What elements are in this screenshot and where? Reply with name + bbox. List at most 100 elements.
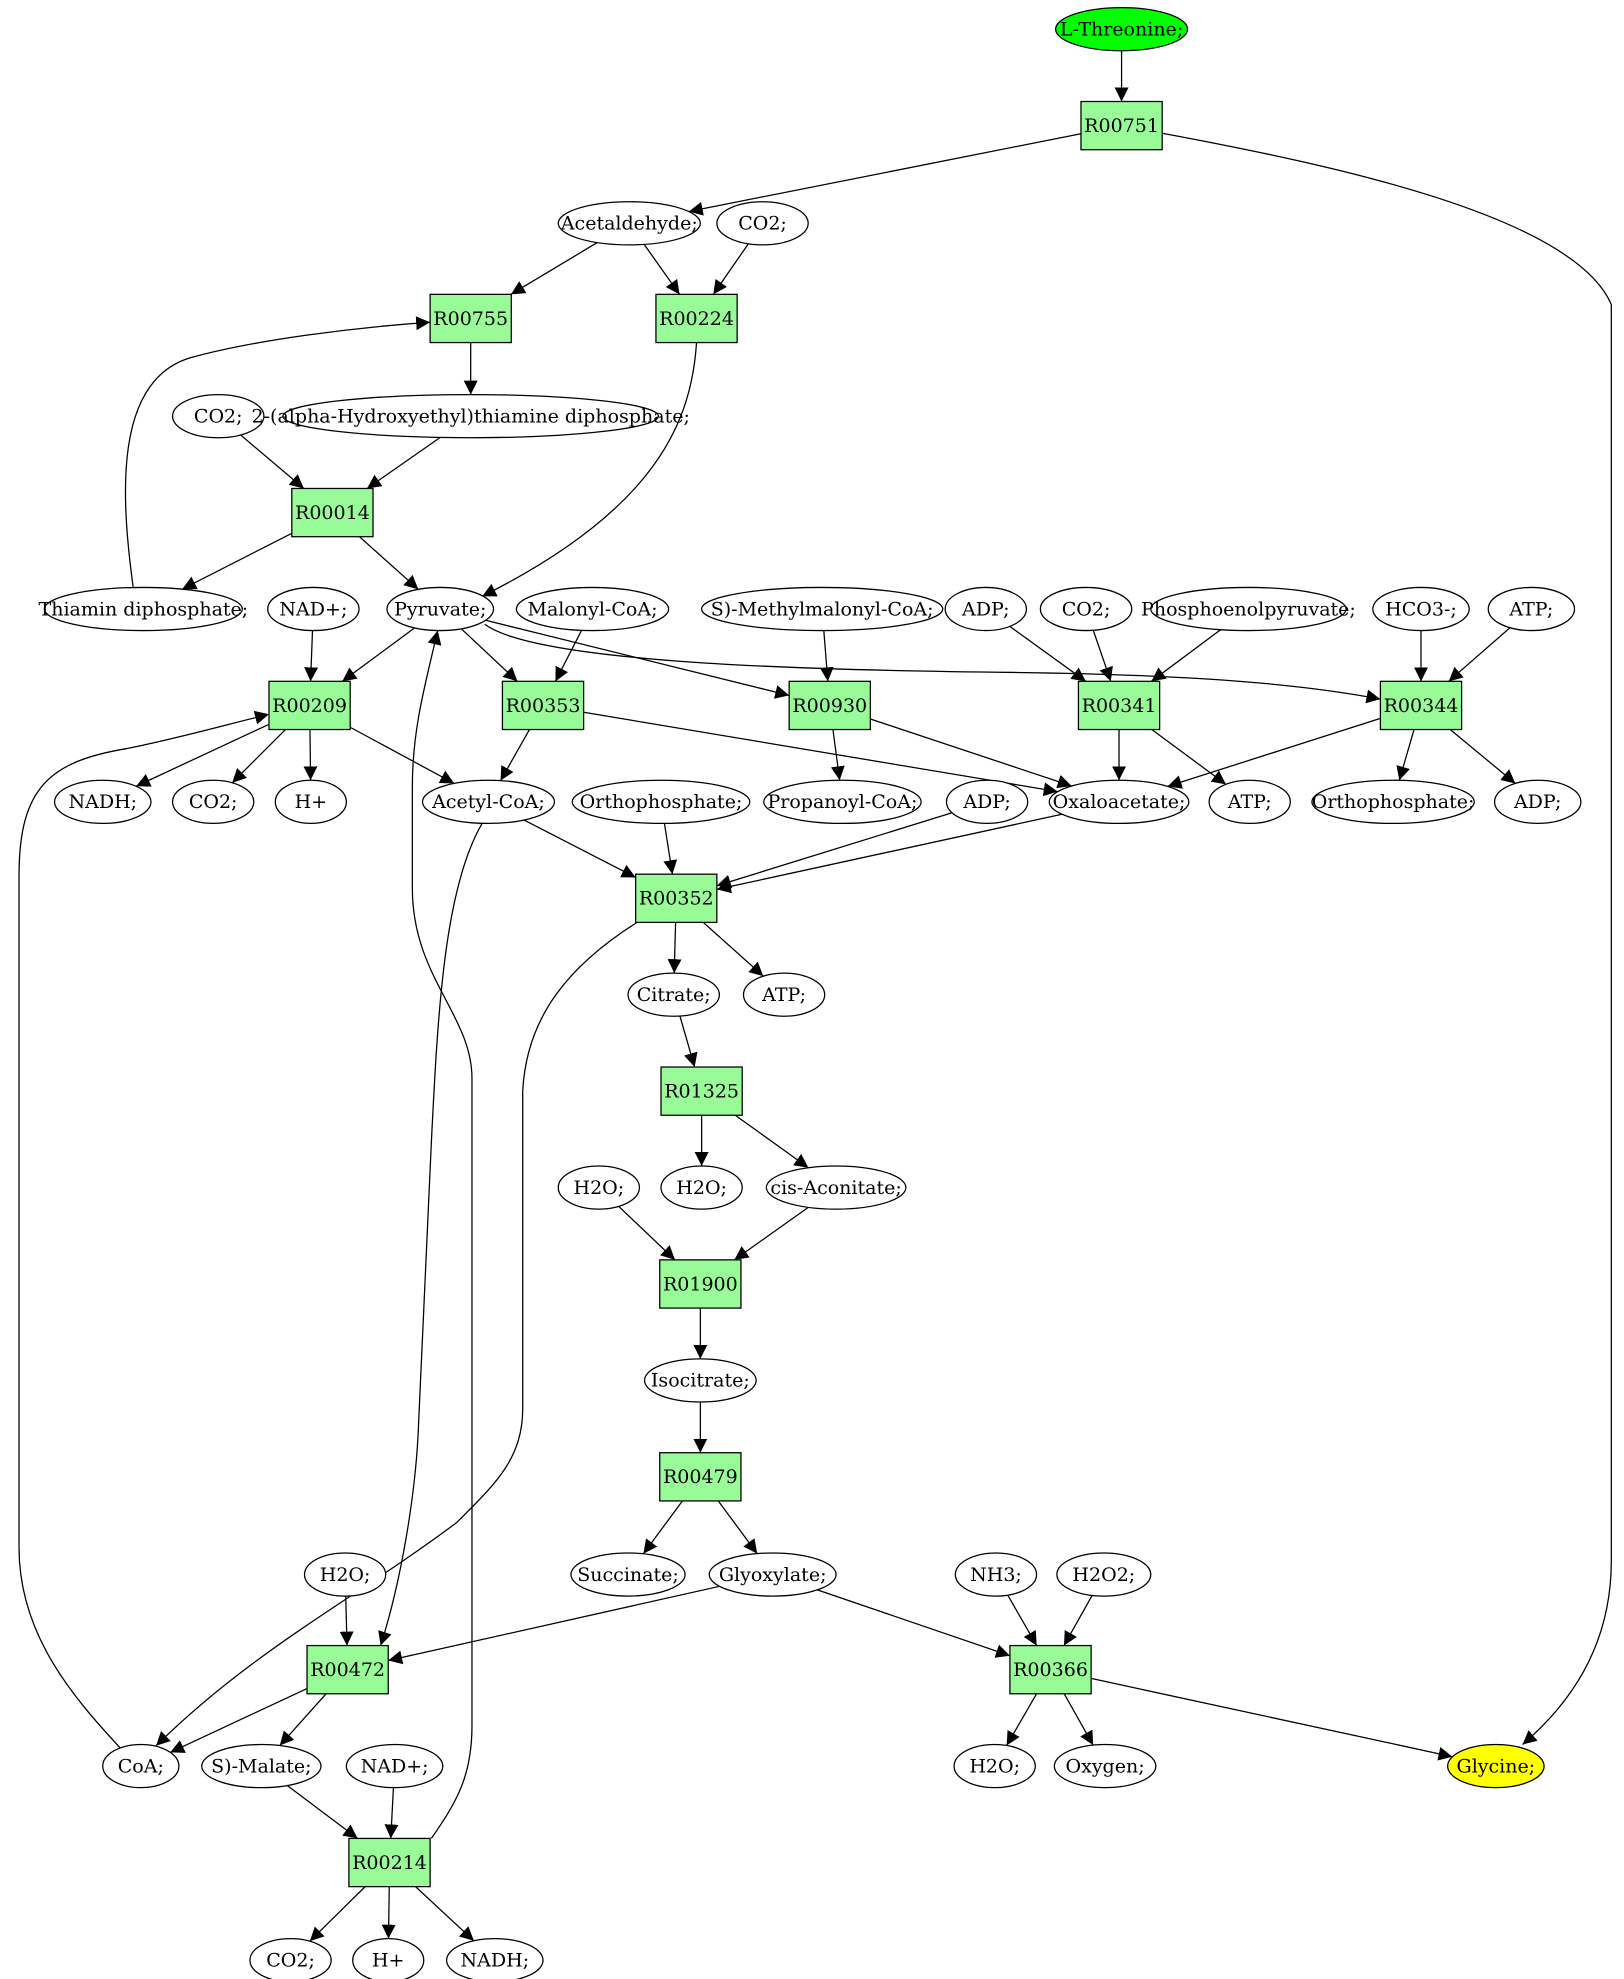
edge-n_hetdp-to-r00014 xyxy=(366,436,441,489)
compound-ellipse xyxy=(445,1938,544,1979)
compound-ellipse xyxy=(282,393,660,439)
node-label: Orthophosphate; xyxy=(1312,791,1475,813)
edge-r00352-to-n_atp_c xyxy=(702,921,764,977)
compound-ellipse xyxy=(43,586,243,632)
edge-n_co2_a-to-r00224 xyxy=(712,243,749,295)
edge-r00209-to-n_acoa xyxy=(349,726,455,785)
node-label: NAD+; xyxy=(361,1755,429,1777)
node-label: Pyruvate; xyxy=(394,598,486,620)
compound-node-n_h_a: H+ xyxy=(274,779,348,825)
node-label: Citrate; xyxy=(637,984,711,1006)
reaction-box xyxy=(788,680,871,731)
edge-n_smal-to-r00214 xyxy=(286,1785,358,1839)
compound-ellipse xyxy=(267,586,360,632)
reaction-node-r00344: R00344 xyxy=(1379,680,1463,731)
edge-r00344-to-n_pi_b xyxy=(1396,729,1415,781)
edge-n_acoa-to-r00352 xyxy=(523,819,636,879)
compound-node-n_co2_e: CO2; xyxy=(249,1938,332,1979)
compound-node-n_acetald: Acetaldehyde; xyxy=(557,201,701,246)
compound-node-n_glyox: Glyoxylate; xyxy=(708,1552,837,1597)
node-label: R00224 xyxy=(659,308,734,330)
compound-ellipse xyxy=(700,586,944,632)
node-label: ATP; xyxy=(761,984,806,1006)
node-label: R00755 xyxy=(433,308,508,330)
edge-r00344-to-n_oaa xyxy=(1167,717,1381,789)
node-label: R00209 xyxy=(272,695,347,717)
edge-n_adp_b-to-r00352 xyxy=(716,812,953,889)
compound-ellipse xyxy=(303,1552,387,1597)
node-label: R00751 xyxy=(1084,115,1159,137)
edge-r00751-to-n_gly xyxy=(1162,132,1612,1746)
edge-n_pyr-to-r00344 xyxy=(484,623,1381,704)
compound-node-n_succ: Succinate; xyxy=(570,1552,686,1597)
node-label: cis-Aconitate; xyxy=(770,1177,901,1199)
reaction-box xyxy=(268,680,351,731)
edge-r00214-to-n_nadh_b xyxy=(415,1886,475,1942)
reaction-box xyxy=(501,680,585,731)
node-label: R01325 xyxy=(664,1080,739,1102)
node-label: NAD+; xyxy=(279,598,347,620)
edge-r01325-to-n_cisacon xyxy=(734,1114,809,1169)
reaction-node-r00479: R00479 xyxy=(659,1452,742,1502)
node-label: NH3; xyxy=(970,1564,1022,1586)
compound-ellipse xyxy=(421,779,556,825)
node-label: CO2; xyxy=(194,405,243,427)
node-label: NADH; xyxy=(68,791,137,813)
compound-node-n_hetdp: 2-(alpha-Hydroxyethyl)thiamine diphospha… xyxy=(252,393,690,439)
reaction-node-r01325: R01325 xyxy=(660,1066,743,1116)
edge-n_acetald-to-r00224 xyxy=(643,243,681,295)
compound-ellipse xyxy=(1311,779,1475,825)
node-label: ATP; xyxy=(1508,598,1553,620)
compound-node-n_smal: S)-Malate; xyxy=(201,1743,322,1789)
reaction-box xyxy=(291,487,374,538)
node-label: H+ xyxy=(295,791,328,813)
node-label: S)-Malate; xyxy=(211,1755,311,1777)
compound-node-n_acoa: Acetyl-CoA; xyxy=(421,779,556,825)
edge-r00214-to-n_h_b xyxy=(381,1886,396,1939)
edge-r00930-to-n_oaa xyxy=(870,718,1072,789)
edge-n_tdp-to-r00755 xyxy=(124,316,431,588)
compound-node-n_atp_a: ATP; xyxy=(1487,586,1576,632)
compound-node-n_propcoa: Propanoyl-CoA; xyxy=(763,779,922,825)
compound-ellipse xyxy=(1039,586,1133,632)
compound-ellipse xyxy=(660,1165,743,1210)
node-label: Orthophosphate; xyxy=(580,791,743,813)
edge-n_pyr-to-r00353 xyxy=(460,628,518,682)
node-label: H2O; xyxy=(320,1564,371,1586)
compound-node-n_malcoa: Malonyl-CoA; xyxy=(515,586,670,632)
edge-r00472-to-n_smal xyxy=(279,1693,327,1746)
compound-node-n_lthr: L-Threonine; xyxy=(1054,6,1189,52)
compound-node-n_smmcoa: S)-Methylmalonyl-CoA; xyxy=(700,586,944,632)
edge-r00353-to-n_oaa xyxy=(583,711,1058,797)
node-label: R00014 xyxy=(295,502,370,524)
compound-ellipse xyxy=(1447,1743,1545,1789)
compound-ellipse xyxy=(171,779,255,825)
compound-ellipse xyxy=(765,1165,907,1210)
edge-r00930-to-n_propcoa xyxy=(830,729,845,781)
compound-node-n_h_b: H+ xyxy=(352,1938,425,1979)
compound-node-n_adp_c: ADP; xyxy=(1493,779,1582,825)
compound-ellipse xyxy=(1048,779,1190,825)
node-label: H2O; xyxy=(676,1177,727,1199)
edge-r00344-to-n_adp_c xyxy=(1449,729,1516,784)
compound-node-n_atp_c: ATP; xyxy=(742,972,826,1017)
node-label: HCO3-; xyxy=(1385,598,1457,620)
edge-n_acoa-to-r00472 xyxy=(378,823,483,1646)
edge-r00751-to-n_acetald xyxy=(688,133,1082,216)
reaction-box xyxy=(429,293,512,344)
reaction-box xyxy=(659,1452,742,1502)
edge-r00479-to-n_glyox xyxy=(717,1500,758,1554)
compound-ellipse xyxy=(1372,586,1470,632)
compound-node-n_nad_a: NAD+; xyxy=(267,586,360,632)
edge-n_cisacon-to-r01900 xyxy=(733,1206,809,1261)
node-label: R00352 xyxy=(639,888,714,910)
edge-n_glyox-to-r00366 xyxy=(817,1589,1011,1658)
compound-node-n_h2o2: H2O2; xyxy=(1056,1552,1152,1597)
compound-ellipse xyxy=(570,1552,686,1597)
compound-node-n_tdp: Thiamin diphosphate; xyxy=(39,586,248,632)
edge-n_atp_a-to-r00344 xyxy=(1448,627,1511,682)
compound-ellipse xyxy=(274,779,348,825)
compound-node-n_cisacon: cis-Aconitate; xyxy=(765,1165,907,1210)
